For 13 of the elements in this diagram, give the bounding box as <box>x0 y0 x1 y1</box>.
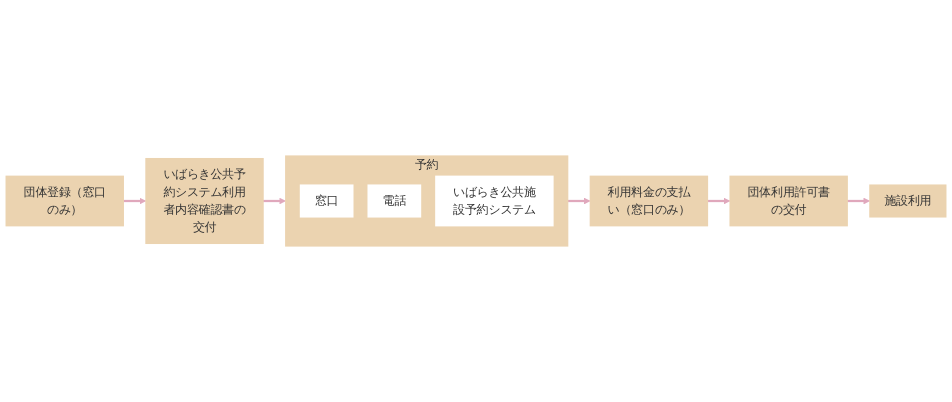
node-box: 窓口 <box>300 184 354 218</box>
node-box: 団体利用許可書の交付 <box>729 176 848 226</box>
arrow <box>263 198 286 204</box>
node-box: 電話 <box>367 184 422 218</box>
arrow <box>848 198 870 204</box>
arrow <box>708 198 730 204</box>
node-box: いばらき公共施設予約システム <box>435 176 554 226</box>
node-box: 団体登録（窓口のみ） <box>6 176 124 226</box>
node-box: いばらき公共予約システム利用者内容確認書の交付 <box>145 158 264 244</box>
node-box: 利用料金の支払い（窓口のみ） <box>590 176 708 226</box>
arrow <box>124 198 146 204</box>
arrow <box>568 198 590 204</box>
node-box: 施設利用 <box>869 184 946 218</box>
